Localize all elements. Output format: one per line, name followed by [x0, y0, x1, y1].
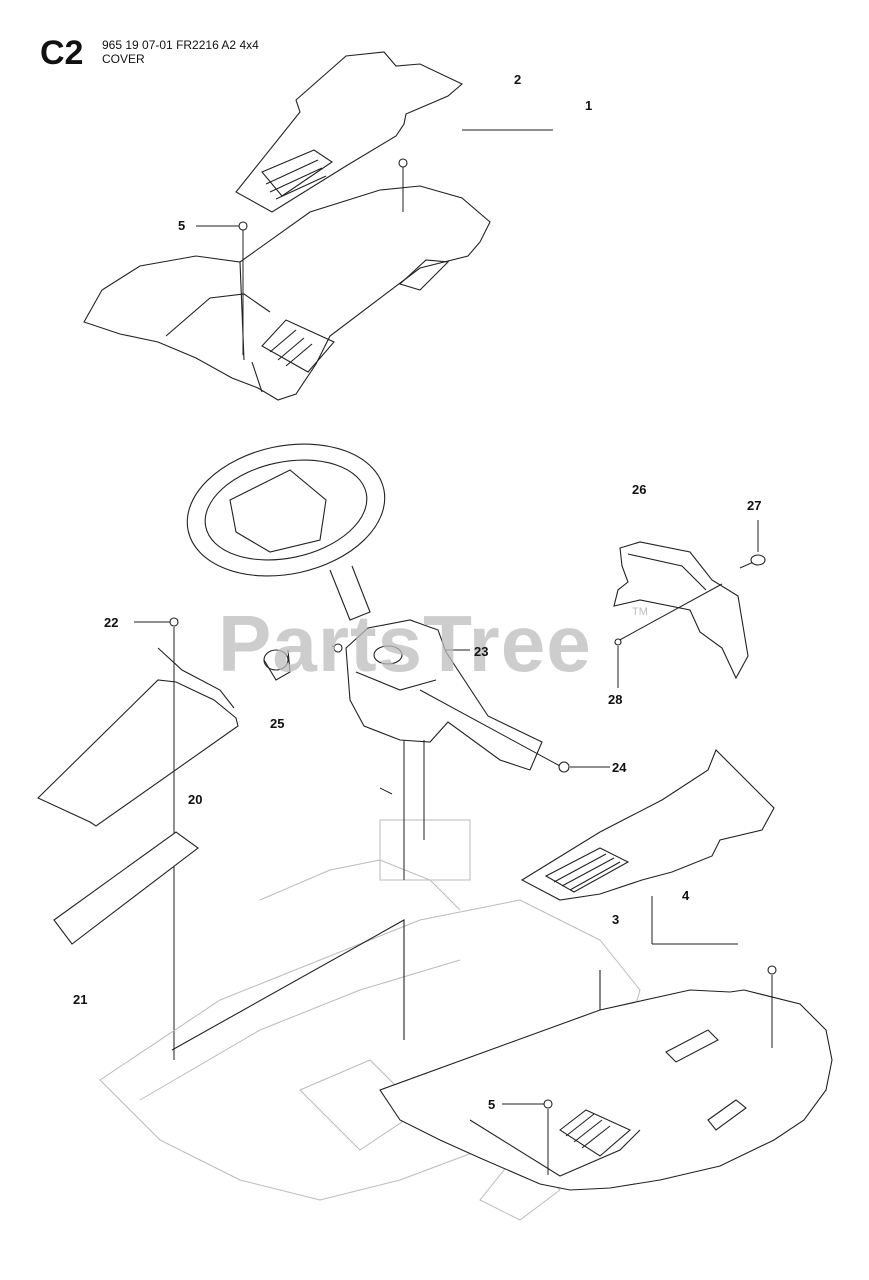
callout-4[interactable]: 4 [682, 888, 690, 903]
part-21-strip[interactable] [53, 831, 199, 945]
watermark-tm: TM [632, 606, 648, 618]
part-26-side-cover[interactable] [613, 520, 766, 688]
part-2-top-mat[interactable] [235, 51, 464, 213]
callout-28[interactable]: 28 [608, 692, 623, 707]
steering-wheel [186, 443, 386, 681]
screw-5-bottom-right[interactable] [767, 965, 777, 1048]
screw-5-bottom-left[interactable] [502, 1099, 553, 1175]
callout-24[interactable]: 24 [612, 760, 627, 775]
callout-20[interactable]: 20 [188, 792, 203, 807]
part-4-rear-mat[interactable] [520, 749, 775, 901]
leader-tick [379, 787, 393, 795]
part-20-side-panel[interactable] [37, 617, 239, 1060]
callout-3[interactable]: 3 [612, 912, 620, 927]
callout-5-bottom[interactable]: 5 [488, 1097, 496, 1112]
watermark-text: PartsTree [218, 599, 592, 688]
screw-5-top-right[interactable] [398, 158, 408, 212]
callout-27[interactable]: 27 [747, 498, 762, 513]
part-23-console[interactable] [331, 619, 561, 771]
leader-panel-frame [171, 919, 405, 1051]
callout-23[interactable]: 23 [474, 644, 489, 659]
callout-5-top[interactable]: 5 [178, 218, 186, 233]
callout-2[interactable]: 2 [514, 72, 522, 87]
callout-1[interactable]: 1 [585, 98, 593, 113]
leader-3-4 [651, 896, 738, 945]
diagram-subtitle: 965 19 07-01 FR2216 A2 4x4 COVER [102, 38, 259, 66]
callout-25[interactable]: 25 [270, 716, 285, 731]
part-1-front-cover[interactable] [83, 185, 491, 401]
screw-5-top-left[interactable] [196, 221, 248, 355]
part-3-rear-cover[interactable] [379, 970, 833, 1191]
callout-22[interactable]: 22 [104, 615, 119, 630]
nut-24[interactable] [558, 761, 610, 773]
diagram-code: C2 [40, 34, 84, 72]
callout-21[interactable]: 21 [73, 992, 88, 1007]
callout-26[interactable]: 26 [632, 482, 647, 497]
model-number: 965 19 07-01 FR2216 A2 4x4 [102, 38, 259, 52]
section-name: COVER [102, 52, 145, 66]
